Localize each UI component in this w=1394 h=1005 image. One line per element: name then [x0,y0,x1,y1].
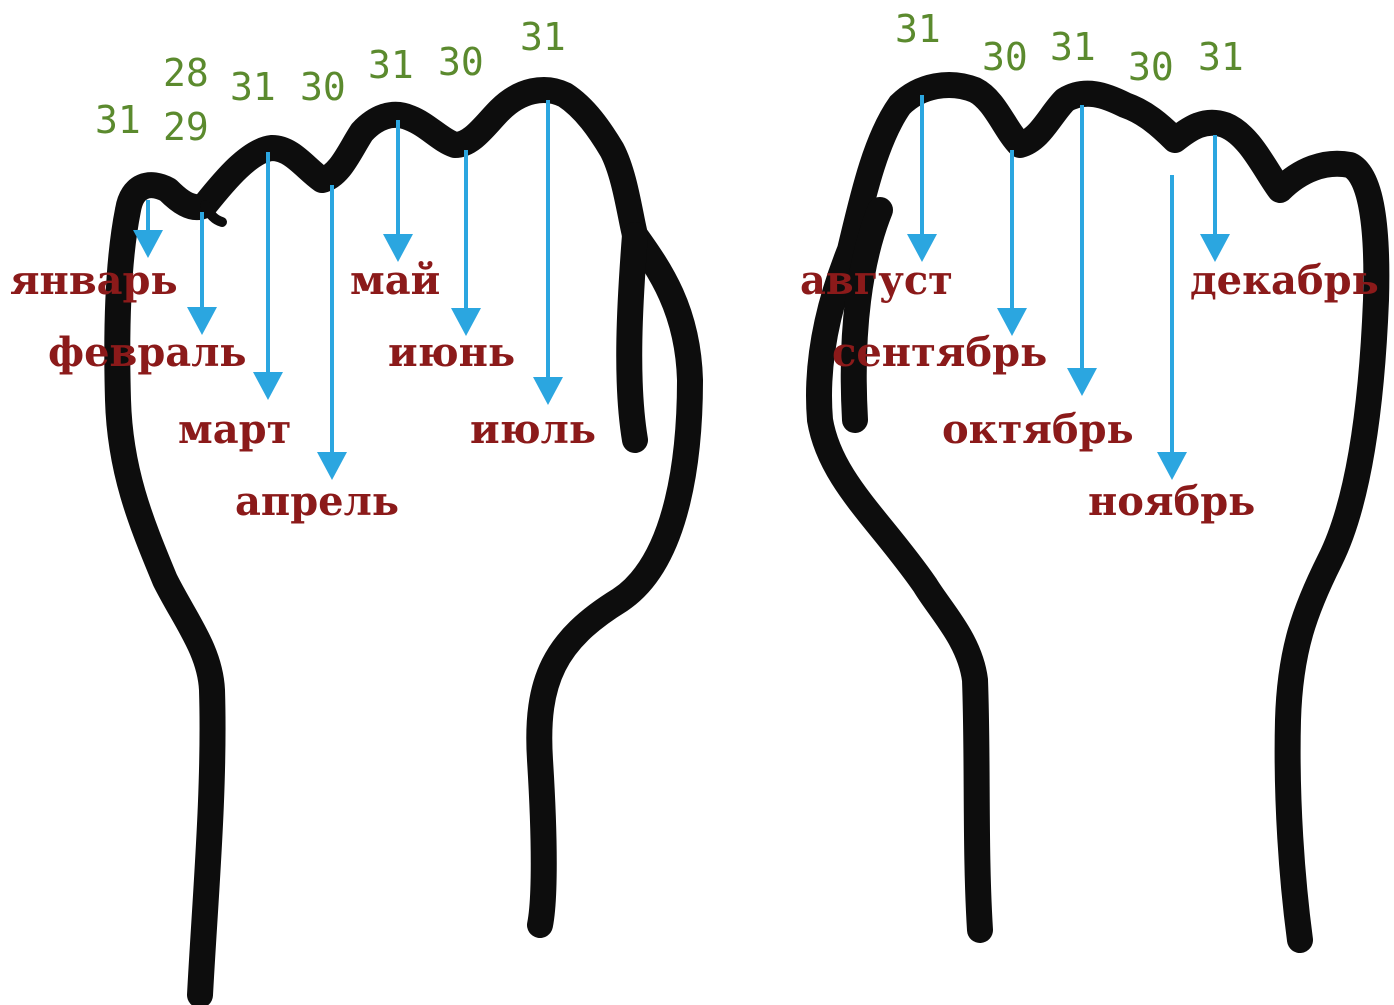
month-label-right-1: сентябрь [832,329,1047,376]
arrow-left-0-head [133,230,163,258]
arrow-left-6-head [533,377,563,405]
arrow-right-0 [907,95,937,262]
days-label-right-0: 31 [895,7,941,51]
arrow-left-6 [533,100,563,405]
right-thumb [854,210,880,420]
days-label-left-1: 28 [163,51,209,95]
month-label-left-6: июль [470,406,596,453]
month-label-left-0: январь [10,257,178,304]
days-alt-label-left-1: 29 [163,105,209,149]
days-label-left-3: 30 [300,65,346,109]
arrow-right-2-head [1067,368,1097,396]
left-thumb [629,235,635,440]
arrow-left-3 [317,185,347,480]
days-label-right-1: 30 [982,35,1028,79]
days-label-left-0: 31 [95,98,141,142]
month-label-left-3: апрель [235,478,399,525]
arrow-right-2 [1067,105,1097,396]
month-label-right-4: декабрь [1190,257,1379,304]
month-label-left-2: март [178,406,291,453]
arrow-left-2 [253,152,283,400]
arrow-right-3-head [1157,452,1187,480]
month-label-right-0: август [800,257,953,304]
days-label-right-4: 31 [1198,35,1244,79]
arrow-right-3 [1157,175,1187,480]
days-label-left-5: 30 [438,40,484,84]
month-label-left-1: февраль [48,329,247,376]
days-label-left-6: 31 [520,15,566,59]
month-label-right-3: ноябрь [1088,478,1255,525]
days-label-right-2: 31 [1050,25,1096,69]
days-label-left-4: 31 [368,43,414,87]
arrow-right-1 [997,150,1027,336]
arrow-left-4 [383,120,413,262]
month-label-left-5: июнь [388,329,515,376]
arrow-left-1 [187,212,217,335]
days-label-right-3: 30 [1128,45,1174,89]
month-label-left-4: май [350,257,440,304]
arrow-left-5 [451,150,481,336]
arrow-left-2-head [253,372,283,400]
month-label-right-2: октябрь [942,406,1134,453]
days-label-left-2: 31 [230,65,276,109]
arrow-right-4 [1200,135,1230,262]
arrow-left-3-head [317,452,347,480]
